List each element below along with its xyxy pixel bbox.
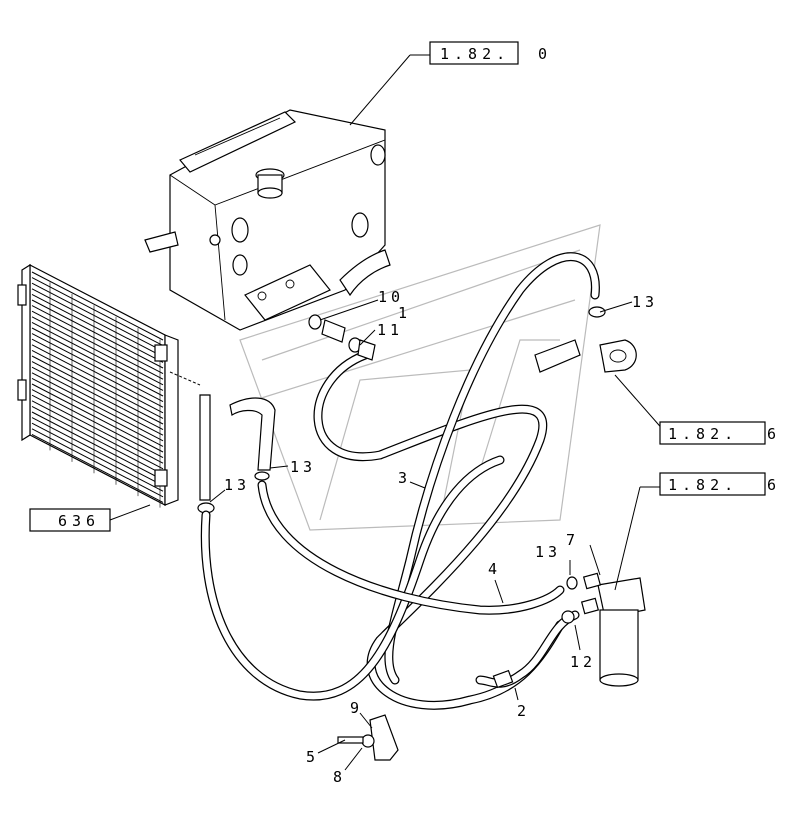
ref-tank-label: 1.82. [440, 45, 510, 63]
callout-11: 11 [377, 321, 403, 339]
ref-bracket-label: 1.82. [668, 425, 738, 443]
ref-filter-suffix: 6 [767, 476, 781, 494]
cooler-outlet-pipes [197, 394, 276, 514]
ref-bracket-suffix: 6 [767, 425, 781, 443]
cooler-fin [31, 400, 164, 470]
ref-box-tank: 1.82. 0 [429, 41, 552, 65]
cooler-fin [31, 338, 164, 408]
cooler-fin [31, 316, 164, 386]
cooler-fin [31, 411, 164, 481]
cooler-fin [31, 333, 164, 403]
hydraulic-tank [144, 109, 391, 331]
callouts: 10 1 11 13 13 13 3 4 13 7 12 2 9 5 8 [224, 288, 658, 786]
callout-13-left: 13 [224, 476, 250, 494]
callout-10: 10 [378, 288, 404, 306]
cooler-fin [31, 355, 164, 425]
hose-clamp [337, 714, 399, 761]
cooler-fin [31, 377, 164, 447]
cooler-fin [31, 405, 164, 475]
cooler-fin [31, 305, 164, 375]
cooler-fin [31, 310, 164, 380]
tank-leader-line [349, 54, 411, 126]
leader-lines [109, 299, 666, 771]
cooler-fin [31, 394, 164, 464]
callout-13-mid: 13 [290, 458, 316, 476]
cooler-fin [31, 282, 164, 352]
callout-13-top-right: 13 [632, 293, 658, 311]
callout-1: 1 [398, 304, 411, 322]
tank-fittings [308, 314, 376, 361]
callout-2: 2 [517, 702, 530, 720]
cooler-fin [31, 372, 164, 442]
callout-12: 12 [570, 653, 596, 671]
cooler-fin [31, 321, 164, 391]
cooler-fin [31, 417, 164, 487]
cooler-fin [31, 349, 164, 419]
callout-9: 9 [350, 699, 363, 717]
ref-box-filter: 1.82. 6 [659, 472, 781, 496]
ref-radiator-label: 636 [58, 512, 100, 530]
callout-3: 3 [398, 469, 411, 487]
cooler-fin [31, 433, 164, 503]
ref-box-bracket: 1.82. 6 [659, 421, 781, 445]
callout-13-filter: 13 [535, 543, 561, 561]
cooler-fin [31, 293, 164, 363]
cooler-fin [31, 327, 164, 397]
callout-7: 7 [566, 531, 579, 549]
cooler-fin [31, 344, 164, 414]
cooler-fin [31, 389, 164, 459]
hoses [200, 252, 600, 710]
cooler-fin [31, 288, 164, 358]
callout-5: 5 [306, 748, 319, 766]
cooler-fin [31, 366, 164, 436]
cooler-fin [31, 361, 164, 431]
oil-filter [561, 572, 646, 687]
right-fitting [534, 306, 637, 373]
ref-filter-label: 1.82. [668, 476, 738, 494]
cooler-fin [31, 299, 164, 369]
oil-cooler [17, 263, 201, 508]
cooler-fin [31, 277, 164, 347]
cooler-fin [31, 422, 164, 492]
ref-box-radiator: 636 [29, 508, 111, 532]
ref-tank-suffix: 0 [538, 45, 552, 63]
cooler-fin [31, 383, 164, 453]
cooler-fin [31, 271, 164, 341]
callout-4: 4 [488, 560, 501, 578]
callout-8: 8 [333, 768, 346, 786]
cooler-fin [31, 428, 164, 498]
